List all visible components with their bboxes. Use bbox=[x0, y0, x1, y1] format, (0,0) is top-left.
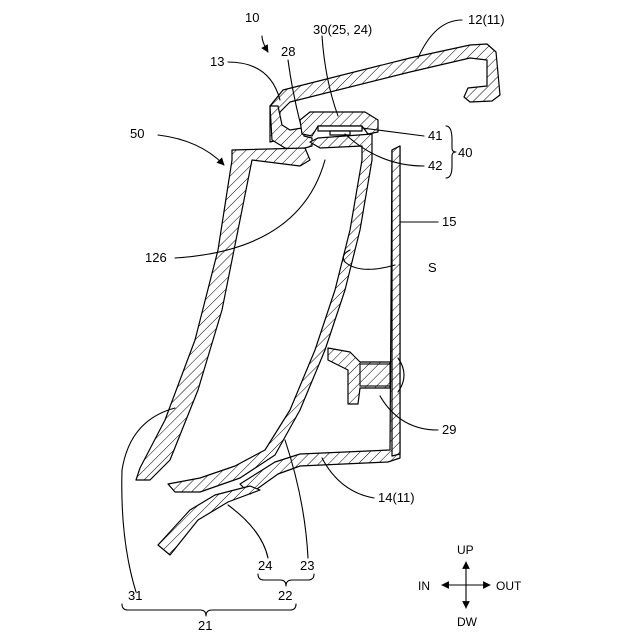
leader-30 bbox=[322, 36, 338, 116]
ref-22: 22 bbox=[278, 588, 292, 603]
lower-trim-24 bbox=[158, 486, 260, 555]
direction-compass: UP DW IN OUT bbox=[418, 543, 522, 629]
ref-14: 14(11) bbox=[378, 490, 415, 505]
brace-21 bbox=[122, 604, 296, 616]
bolt-29 bbox=[360, 364, 390, 386]
compass-out: OUT bbox=[496, 579, 522, 593]
ref-24: 24 bbox=[258, 558, 272, 573]
brace-22 bbox=[258, 574, 314, 586]
ref-31: 31 bbox=[128, 588, 142, 603]
pillar-outer-14 bbox=[240, 146, 400, 494]
ref-30: 30(25, 24) bbox=[313, 22, 372, 37]
leader-126 bbox=[175, 160, 325, 258]
compass-down: DW bbox=[457, 615, 478, 629]
leader-13 bbox=[228, 62, 280, 100]
compass-up: UP bbox=[457, 543, 474, 557]
ref-41: 41 bbox=[428, 128, 442, 143]
ref-50: 50 bbox=[130, 126, 144, 141]
leader-10 bbox=[262, 36, 268, 52]
ref-21: 21 bbox=[198, 618, 212, 633]
ref-13: 13 bbox=[210, 54, 224, 69]
ref-10: 10 bbox=[245, 10, 259, 25]
panel-15 bbox=[392, 146, 400, 456]
ref-42: 42 bbox=[428, 158, 442, 173]
leader-29 bbox=[380, 396, 438, 430]
leader-50 bbox=[158, 135, 224, 165]
ref-28: 28 bbox=[281, 44, 295, 59]
pillar-inner-23 bbox=[168, 134, 372, 492]
ref-23: 23 bbox=[300, 558, 314, 573]
leader-24 bbox=[228, 505, 268, 558]
ref-12: 12(11) bbox=[468, 12, 505, 27]
ref-29: 29 bbox=[442, 422, 456, 437]
ref-40: 40 bbox=[458, 145, 472, 160]
bracket-40 bbox=[446, 126, 456, 178]
ref-126: 126 bbox=[145, 250, 167, 265]
ref-15: 15 bbox=[442, 214, 456, 229]
member-41 bbox=[318, 126, 362, 131]
member-42 bbox=[330, 131, 350, 135]
ref-s: S bbox=[428, 260, 437, 275]
compass-in: IN bbox=[418, 579, 430, 593]
